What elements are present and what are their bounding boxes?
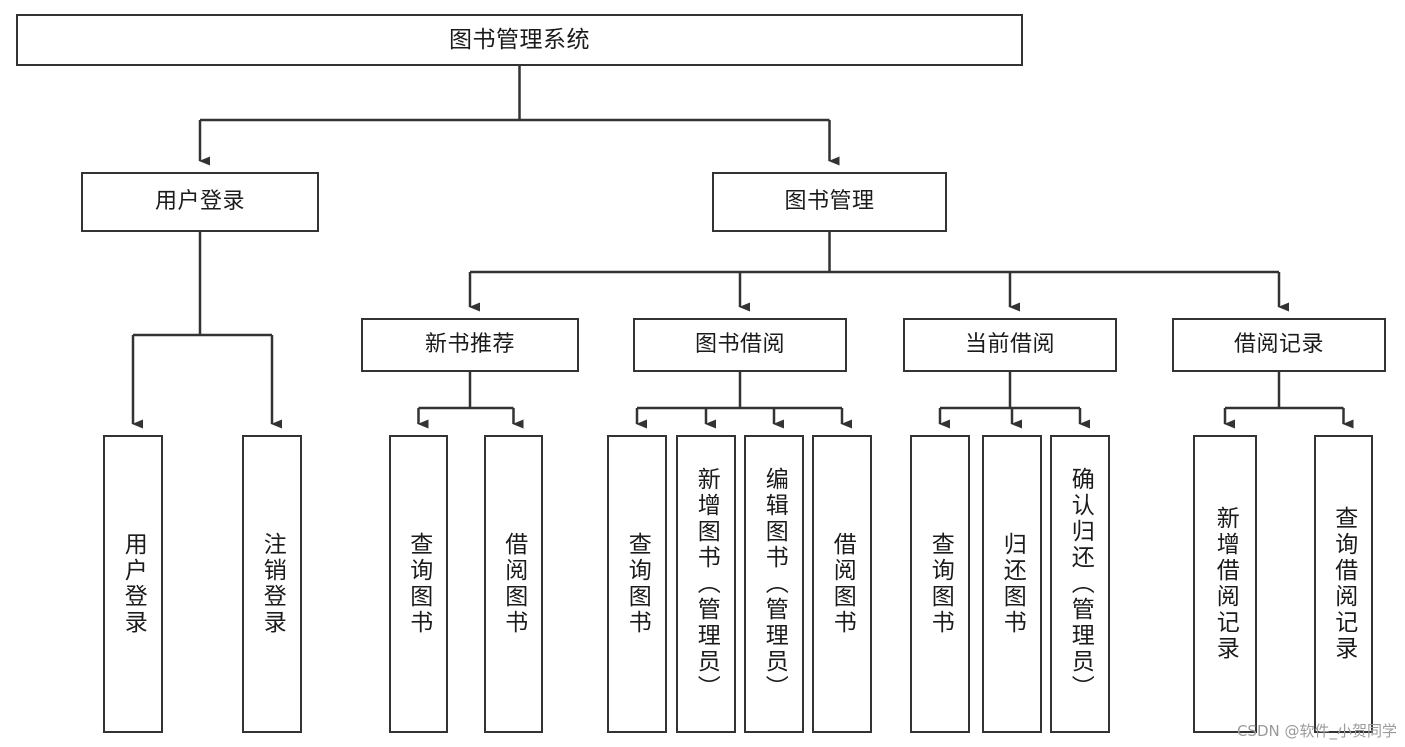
node-leaf-borrow-nb[interactable]: 借阅图书 [484,435,543,733]
node-leaf-borrow-bk[interactable]: 借阅图书 [812,435,872,733]
node-leaf-query-rec[interactable]: 查询借阅记录 [1314,435,1373,733]
node-label-leaf-query-rec: 查询借阅记录 [1330,506,1357,662]
edge-group [131,66,1354,429]
node-label-leaf-query-bk: 查询图书 [624,532,651,636]
node-label-leaf-add-bk: 新增图书（管理员） [693,467,720,701]
node-current[interactable]: 当前借阅 [903,318,1117,372]
node-leaf-login[interactable]: 用户登录 [103,435,163,733]
node-leaf-edit-bk[interactable]: 编辑图书（管理员） [744,435,804,733]
node-login[interactable]: 用户登录 [81,172,319,232]
node-label-leaf-login: 用户登录 [120,532,147,636]
node-leaf-add-bk[interactable]: 新增图书（管理员） [676,435,736,733]
node-label-leaf-return: 归还图书 [999,532,1026,636]
node-label-leaf-logout: 注销登录 [259,532,286,636]
node-label-leaf-borrow-bk: 借阅图书 [829,532,856,636]
node-label-borrow: 图书借阅 [694,332,785,358]
node-leaf-logout[interactable]: 注销登录 [242,435,302,733]
node-newbook[interactable]: 新书推荐 [361,318,579,372]
node-label-leaf-borrow-nb: 借阅图书 [500,532,527,636]
node-label-leaf-query-cur: 查询图书 [927,532,954,636]
node-leaf-query-bk[interactable]: 查询图书 [607,435,667,733]
node-label-bookmgmt: 图书管理 [784,189,875,215]
node-label-current: 当前借阅 [964,332,1055,358]
node-leaf-query-nb[interactable]: 查询图书 [389,435,448,733]
node-borrow[interactable]: 图书借阅 [633,318,847,372]
node-leaf-add-rec[interactable]: 新增借阅记录 [1193,435,1257,733]
node-label-newbook: 新书推荐 [424,332,515,358]
node-label-leaf-confirm: 确认归还（管理员） [1067,467,1094,701]
node-label-leaf-add-rec: 新增借阅记录 [1212,506,1239,662]
node-label-login: 用户登录 [154,189,245,215]
node-leaf-confirm[interactable]: 确认归还（管理员） [1050,435,1110,733]
node-label-root: 图书管理系统 [449,26,590,53]
node-label-leaf-edit-bk: 编辑图书（管理员） [761,467,788,701]
node-records[interactable]: 借阅记录 [1172,318,1386,372]
node-leaf-query-cur[interactable]: 查询图书 [910,435,970,733]
node-bookmgmt[interactable]: 图书管理 [712,172,947,232]
node-label-leaf-query-nb: 查询图书 [405,532,432,636]
node-leaf-return[interactable]: 归还图书 [982,435,1042,733]
node-root[interactable]: 图书管理系统 [16,14,1023,66]
node-label-records: 借阅记录 [1233,332,1324,358]
